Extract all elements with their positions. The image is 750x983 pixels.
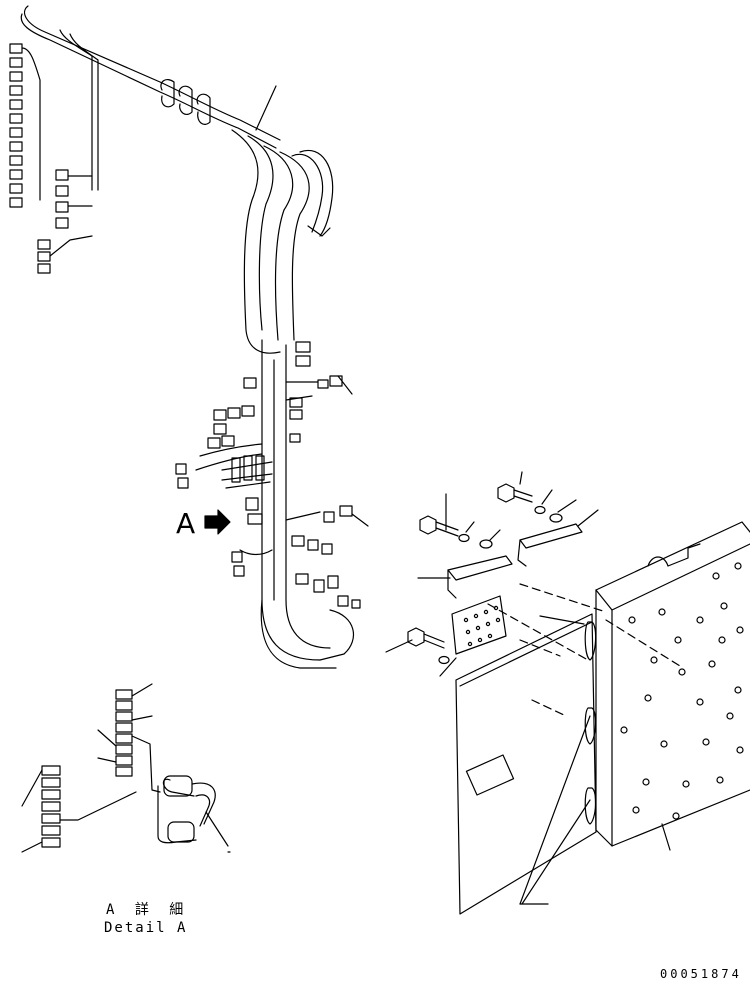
view-marker-a: A [176, 507, 196, 540]
controller-box [455, 521, 750, 915]
detail-a-connectors [41, 689, 161, 848]
harness-connectors-left [9, 43, 93, 274]
harness-connectors-trunk [175, 341, 361, 609]
view-arrow [204, 509, 231, 535]
mounting-hardware [407, 483, 583, 665]
detail-a-leaders [21, 683, 229, 853]
detail-title-japanese: A 詳 細 [106, 902, 190, 918]
wiring-harness [20, 5, 354, 669]
drawing-number: 00051874 [660, 967, 742, 981]
harness-clamps-top [160, 78, 211, 125]
leader-lines [227, 85, 671, 905]
detail-title-english: Detail A [104, 920, 188, 936]
detail-a-clamp [157, 775, 216, 844]
